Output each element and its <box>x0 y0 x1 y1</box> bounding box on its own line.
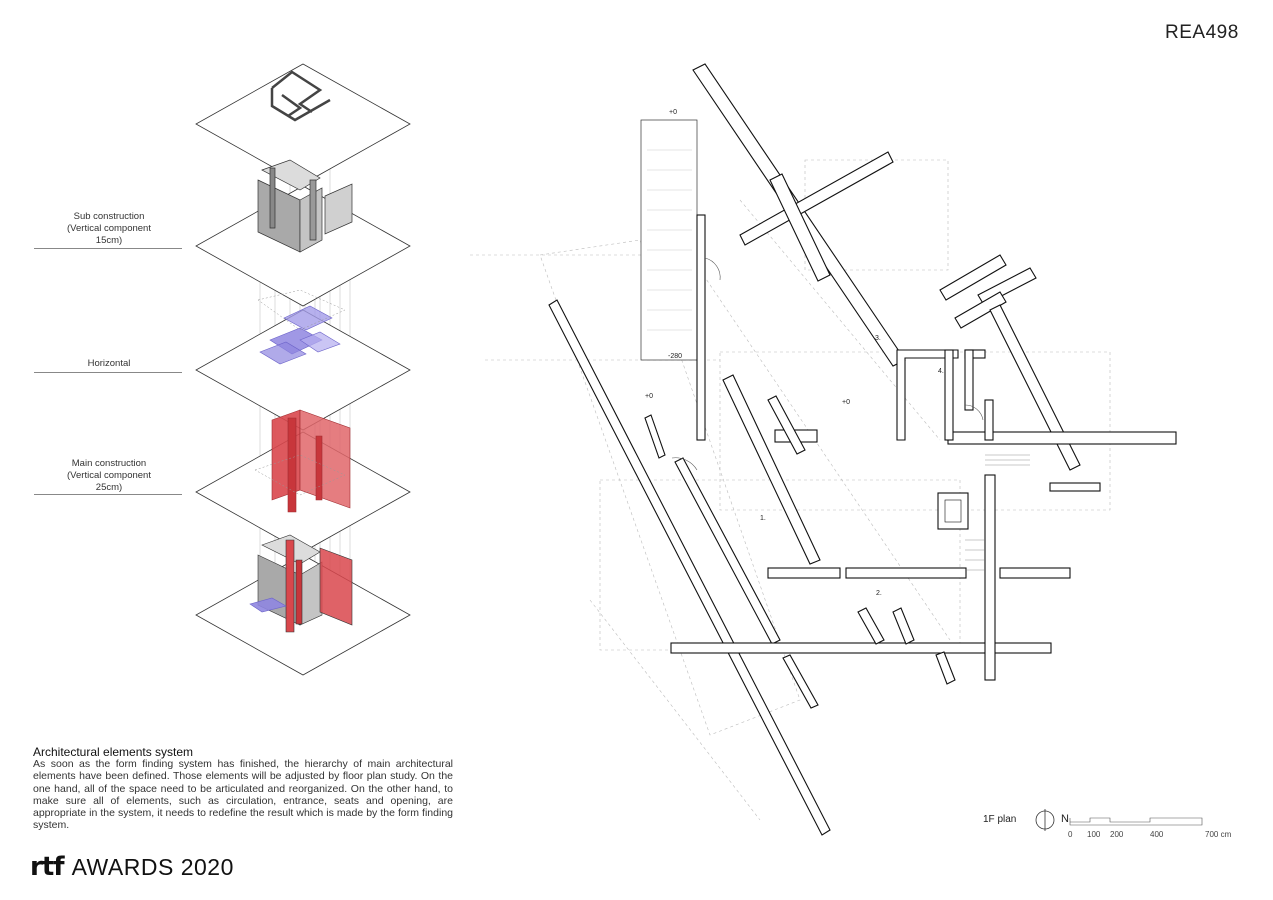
door-swings <box>671 257 984 471</box>
room-label: 1. <box>760 515 766 522</box>
label-rule <box>34 494 182 495</box>
label-line: Main construction <box>71 458 147 469</box>
level-label: -280 <box>668 353 682 360</box>
main-construction-walls <box>271 409 351 513</box>
label-line: (Vertical component <box>67 223 151 234</box>
level-label: +0 <box>842 399 850 406</box>
project-code: REA498 <box>1165 22 1239 43</box>
plan-guides <box>470 159 1111 821</box>
walls <box>548 63 1177 836</box>
scale-tick: 0 <box>1068 830 1073 839</box>
description-title: Architectural elements system <box>33 745 194 759</box>
label-rule <box>34 248 182 249</box>
stair <box>640 119 706 441</box>
north-label: N <box>1061 813 1069 825</box>
scale-tick: 100 <box>1087 830 1101 839</box>
label-horizontal: Horizontal <box>34 358 184 370</box>
label-main-construction: Main construction (Vertical component 25… <box>34 458 184 494</box>
label-rule <box>34 372 182 373</box>
elevator <box>937 492 969 530</box>
room-label: 4. <box>938 368 944 375</box>
sub-construction-walls <box>257 159 353 253</box>
axonometric-diagram <box>195 63 411 676</box>
north-arrow <box>1035 809 1055 831</box>
plan-title: 1F plan <box>983 814 1017 825</box>
scale-tick: 200 <box>1110 830 1124 839</box>
rtf-logo: rtf <box>30 852 65 882</box>
plane-1 <box>195 63 411 185</box>
level-label: +0 <box>669 109 677 116</box>
awards-text: AWARDS 2020 <box>71 854 234 880</box>
steps <box>965 454 1030 571</box>
level-label: +0 <box>645 393 653 400</box>
plan-annotations: +0 -280 +0 +0 1. 2. 3. 4. <box>645 109 944 597</box>
scale-tick: 400 <box>1150 830 1164 839</box>
description-body: As soon as the form finding system has f… <box>33 758 453 832</box>
combined-model <box>249 534 353 633</box>
horizontal-slabs <box>259 305 341 365</box>
scale-tick: 700 cm <box>1205 830 1232 839</box>
label-sub-construction: Sub construction (Vertical component 15c… <box>34 211 184 247</box>
floor-plan <box>470 63 1177 836</box>
label-line: (Vertical component <box>67 470 151 481</box>
label-line: Horizontal <box>87 358 131 369</box>
label-line: 15cm) <box>95 235 123 246</box>
room-label: 2. <box>876 590 882 597</box>
label-line: Sub construction <box>73 211 145 222</box>
scale-bar <box>1069 817 1203 826</box>
label-line: 25cm) <box>95 482 123 493</box>
roof-outline <box>270 70 331 122</box>
room-label: 3. <box>875 335 881 342</box>
